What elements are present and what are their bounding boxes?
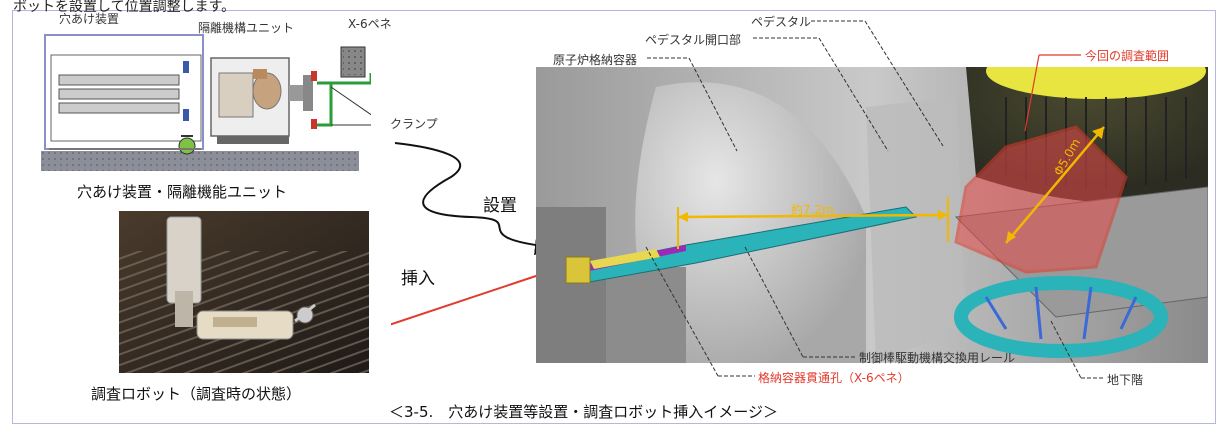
label-isolation-unit: 隔離機構ユニット (198, 21, 295, 35)
robot-photo (119, 211, 369, 373)
install-arrow (394, 142, 555, 256)
label-clamp: クランプ (390, 117, 438, 131)
render-leaders (645, 20, 1103, 379)
label-pedestal: ペデスタル (751, 15, 812, 29)
dimension-length-line (677, 213, 949, 219)
label-install: 設置 (483, 196, 517, 216)
label-x6-penetration: X-6ペネ (348, 17, 392, 31)
label-basement: 地下階 (1107, 373, 1144, 387)
dimension-dia-line (1005, 126, 1105, 244)
label-drilling-device: 穴あけ装置 (59, 12, 120, 26)
penetration-x6 (565, 256, 591, 284)
top-text: ボットを設置して位置調整します。 (13, 0, 236, 15)
basement-ring (954, 276, 1168, 358)
label-pcv: 原子炉格納容器 (553, 53, 638, 67)
clamp-top (311, 71, 317, 81)
caption-drilling-unit: 穴あけ装置・隔離機能ユニット (77, 183, 288, 201)
rpv-bottom (986, 67, 1206, 99)
label-survey-area: 今回の調査範囲 (1085, 49, 1170, 63)
drilling-unit-diagram (41, 34, 371, 171)
label-dimension-length: 約7.2m (791, 203, 834, 217)
figure-frame: ボットを設置して位置調整します。 (12, 0, 1216, 424)
label-insert: 挿入 (401, 269, 435, 289)
label-rail: 制御棒駆動機構交換用レール (859, 351, 1016, 365)
pcv-wall (635, 82, 866, 363)
arrows-layer (391, 142, 567, 326)
clamp-bottom (311, 119, 317, 129)
label-penetration: 格納容器貫通孔（X-6ペネ） (758, 371, 910, 385)
figure-caption: ＜3-5. 穴あけ装置等設置・調査ロボット挿入イメージ＞ (389, 403, 778, 421)
caption-robot: 調査ロボット（調査時の状態） (91, 385, 302, 403)
insert-arrow (391, 262, 567, 326)
label-pedestal-opening: ペデスタル開口部 (645, 33, 742, 47)
pcv-render (536, 67, 1208, 363)
survey-area (954, 125, 1128, 274)
